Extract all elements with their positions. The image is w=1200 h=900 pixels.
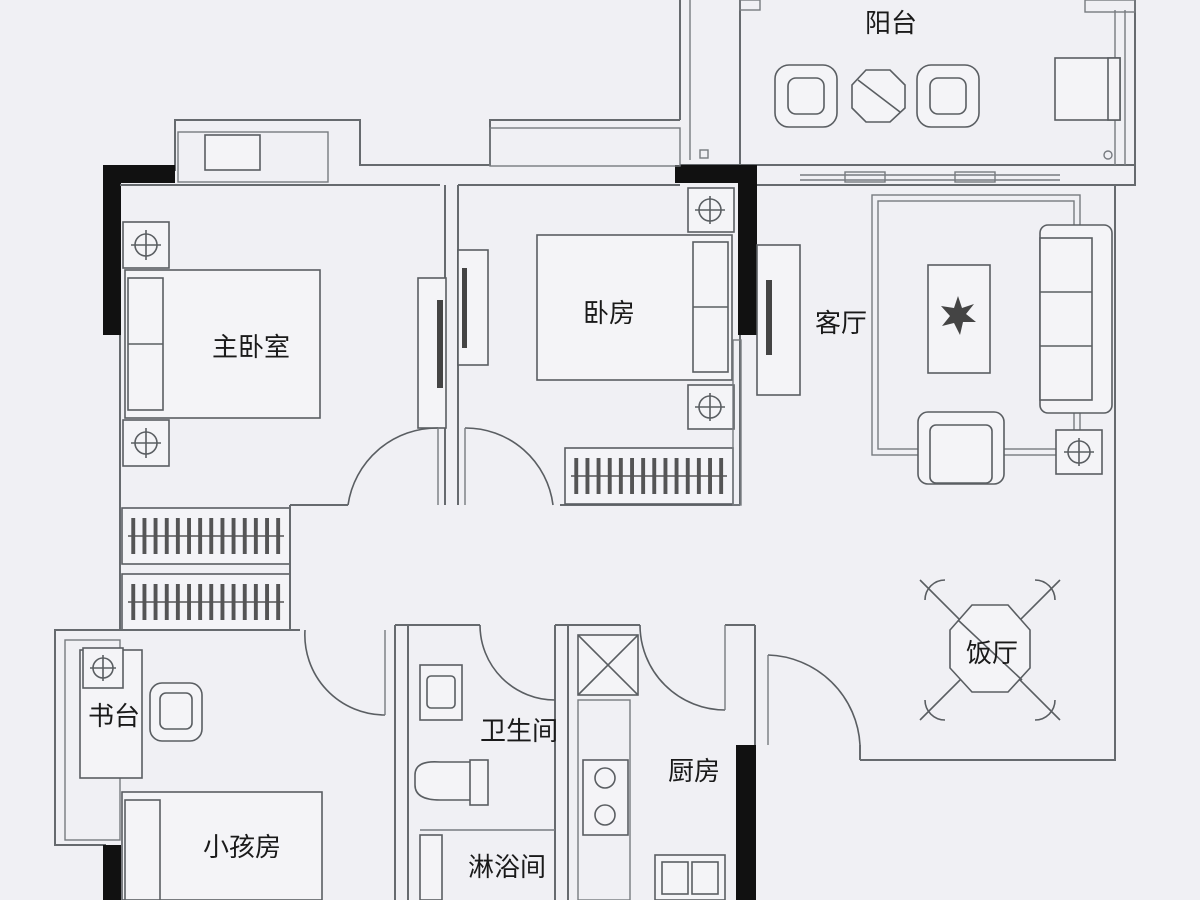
living-dining-area [756, 194, 1113, 760]
balcony-area [689, 0, 1136, 183]
room-label-bedroom: 卧房 [583, 299, 635, 329]
solid-wall-blocks [103, 165, 757, 900]
kids-room-area [64, 629, 386, 900]
room-label-kids-room: 小孩房 [203, 833, 281, 863]
room-label-dining-room: 饭厅 [966, 639, 1018, 669]
wardrobe-hangers [128, 584, 284, 620]
master-bedroom-area [120, 131, 447, 631]
wardrobe-hangers [571, 458, 727, 494]
room-label-balcony: 阳台 [865, 9, 917, 39]
room-label-bathroom: 卫生间 [480, 717, 558, 747]
room-label-shower-room: 淋浴间 [468, 853, 546, 883]
bathroom-area [394, 624, 569, 900]
room-label-living-room: 客厅 [815, 309, 867, 339]
room-label-master-bedroom: 主卧室 [212, 333, 290, 363]
room-label-study-desk: 书台 [88, 702, 140, 732]
room-label-kitchen: 厨房 [668, 757, 720, 787]
wardrobe-hangers [128, 518, 284, 554]
bedroom-area [457, 127, 742, 506]
kitchen-area [568, 624, 756, 900]
